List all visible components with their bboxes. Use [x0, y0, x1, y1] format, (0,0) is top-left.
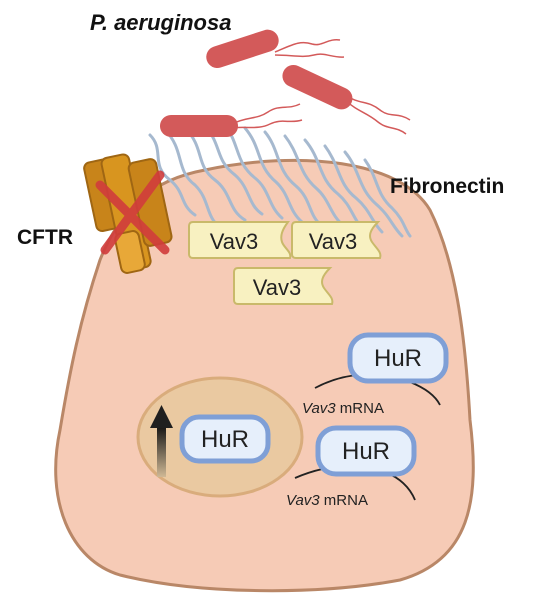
vav3-label: Vav3: [253, 275, 302, 300]
cell-membrane: [54, 158, 475, 593]
vav3-protein: Vav3: [291, 221, 382, 259]
bacterium-icon: [282, 65, 411, 135]
vav3-protein: Vav3: [188, 221, 292, 259]
fibronectin-label: Fibronectin: [390, 175, 504, 198]
mrna-label: Vav3 mRNA: [302, 400, 384, 417]
mrna-suffix: mRNA: [320, 492, 368, 509]
vav3-label: Vav3: [210, 229, 259, 254]
hur-protein: HuR: [179, 414, 271, 464]
bacterium-icon: [160, 103, 303, 137]
vav3-label: Vav3: [309, 229, 358, 254]
cftr-channel-icon: [83, 153, 173, 274]
fibronectin-strands: [148, 123, 412, 238]
up-arrow-icon: [150, 405, 173, 477]
hur-protein: HuR: [347, 332, 449, 384]
hur-label: HuR: [201, 426, 249, 453]
bacterium-icon: [206, 29, 345, 69]
mrna-suffix: mRNA: [336, 400, 384, 417]
hur-protein: HuR: [315, 425, 417, 477]
bacterium-label: P. aeruginosa: [90, 10, 231, 35]
mrna-gene: Vav3: [286, 492, 320, 509]
cftr-label: CFTR: [17, 226, 73, 249]
vav3-protein: Vav3: [233, 267, 334, 305]
hur-label: HuR: [342, 438, 390, 465]
hur-label: HuR: [374, 345, 422, 372]
mrna-label: Vav3 mRNA: [286, 492, 368, 509]
cross-icon: [95, 170, 170, 255]
mrna-gene: Vav3: [302, 400, 336, 417]
